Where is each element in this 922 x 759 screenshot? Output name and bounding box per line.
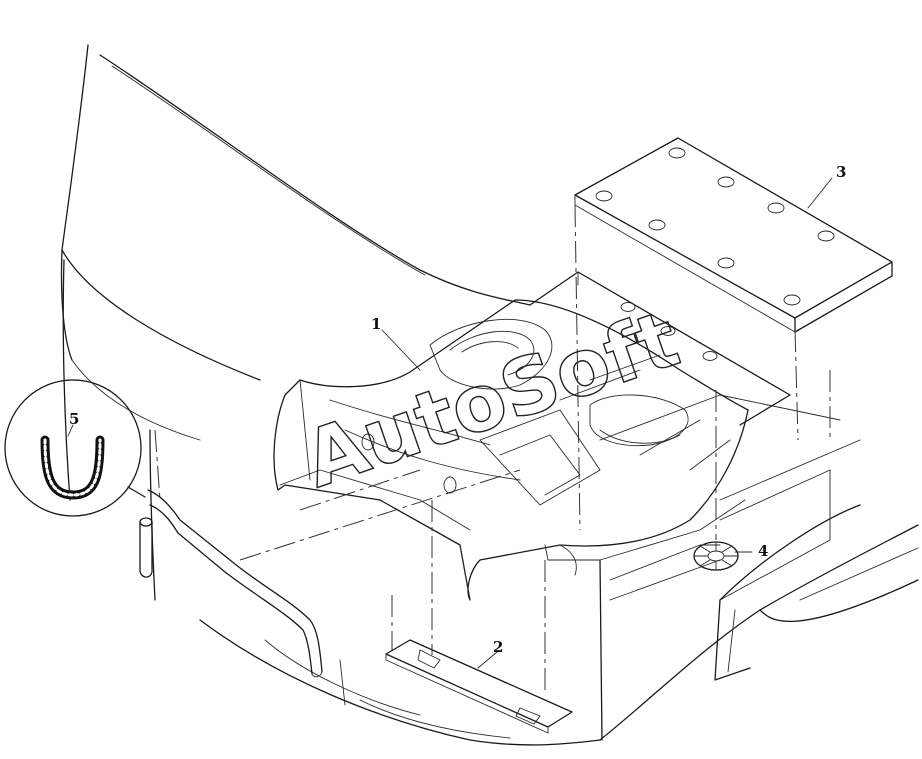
washer-part-4	[693, 541, 739, 571]
leader-lines	[67, 177, 833, 669]
callout-4: 4	[758, 542, 768, 560]
support-bracket	[529, 271, 791, 426]
footplate-part-2	[385, 639, 573, 734]
callout-5: 5	[69, 410, 79, 428]
cab-body	[60, 44, 601, 746]
watermark-text: AutoSoft	[294, 294, 690, 505]
callout-1: 1	[371, 315, 381, 333]
callout-3: 3	[836, 163, 846, 181]
callout-labels: 1 2 3 4 5	[69, 163, 846, 656]
floor-panel-part-1	[273, 299, 749, 601]
callout-2: 2	[493, 638, 503, 656]
detail-circle-part-5	[4, 379, 146, 517]
assembly-axes	[154, 204, 831, 690]
side-step	[599, 394, 919, 741]
hose-pipe	[139, 489, 323, 678]
